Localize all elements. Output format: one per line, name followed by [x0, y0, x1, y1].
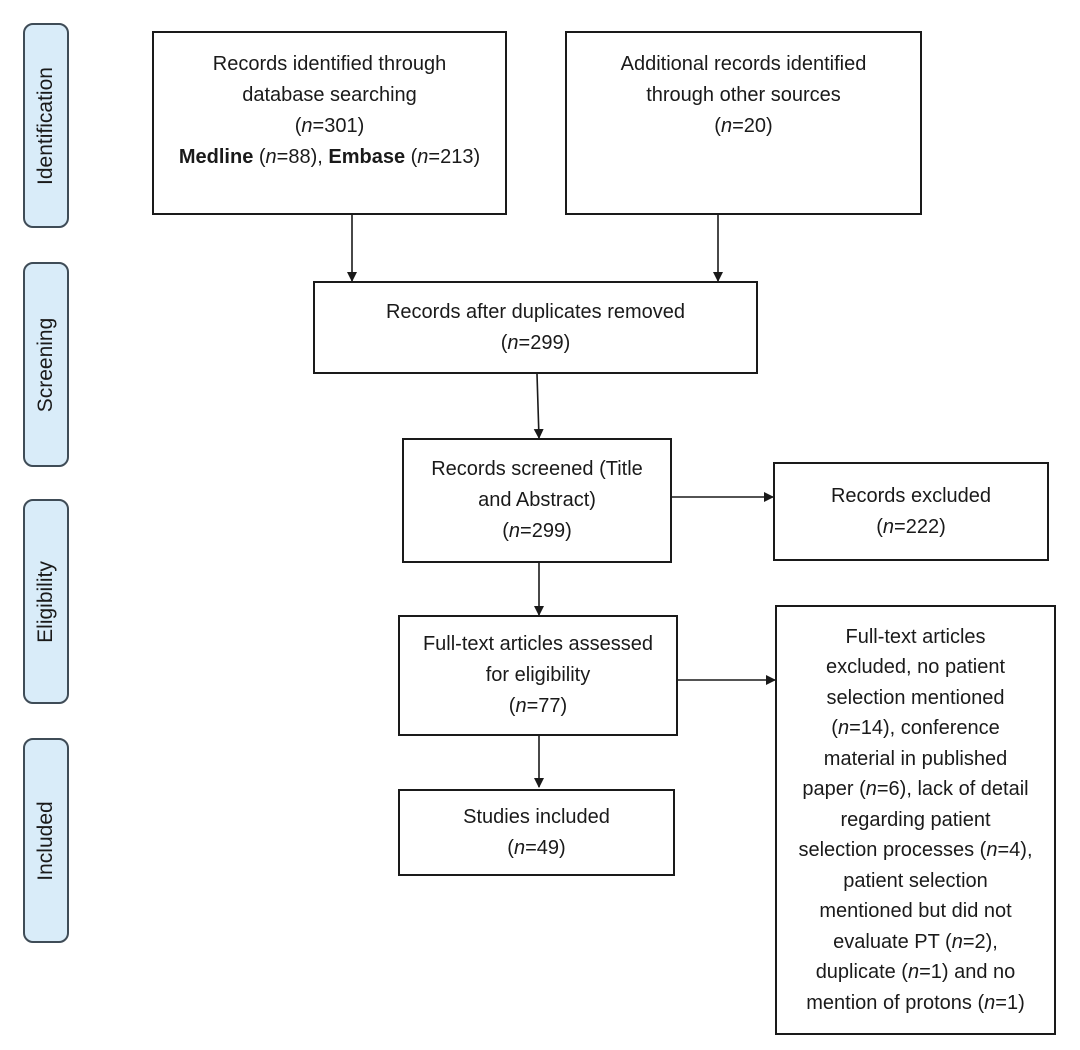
- excluded-count: (n=222): [876, 515, 946, 538]
- duplicates-line1: Records after duplicates removed: [385, 300, 686, 323]
- included-line1: Studies included: [463, 805, 610, 828]
- ftex-line7: regarding patient: [840, 808, 991, 831]
- phase-eligibility: Eligibility: [23, 499, 69, 704]
- box-duplicates-removed: Records after duplicates removed (n=299): [313, 281, 758, 374]
- ftex-line9: patient selection: [843, 869, 988, 892]
- ftex-line8: selection processes (n=4),: [798, 839, 1033, 862]
- ftex-line5: material in published: [823, 747, 1008, 770]
- fulltext-count: (n=77): [508, 695, 568, 717]
- screened-line2: and Abstract): [478, 489, 596, 511]
- box-records-excluded: Records excluded (n=222): [773, 462, 1049, 561]
- screened-count: (n=299): [502, 520, 572, 542]
- box-database-records: Records identified through database sear…: [152, 31, 507, 215]
- fulltext-line2: for eligibility: [485, 664, 591, 686]
- excluded-line1: Records excluded: [830, 484, 992, 507]
- phase-included: Included: [23, 738, 69, 943]
- database-line1: Records identified through: [212, 53, 447, 75]
- box-additional-records: Additional records identified through ot…: [565, 31, 922, 215]
- other-line1: Additional records identified: [620, 53, 867, 75]
- ftex-line6: paper (n=6), lack of detail: [802, 778, 1029, 801]
- phase-identification: Identification: [23, 23, 69, 228]
- duplicates-count: (n=299): [500, 331, 571, 354]
- box-fulltext-excluded: Full-text articles excluded, no patient …: [775, 605, 1056, 1035]
- box-studies-included: Studies included (n=49): [398, 789, 675, 876]
- ftex-line1: Full-text articles: [845, 625, 986, 648]
- screened-line1: Records screened (Title: [431, 458, 643, 480]
- database-line2: database searching: [242, 84, 417, 106]
- arrow-duplicates-to-screened: [533, 373, 544, 439]
- box-records-screened: Records screened (Title and Abstract) (n…: [402, 438, 672, 563]
- ftex-line10: mentioned but did not: [819, 900, 1012, 923]
- box-fulltext-assessed: Full-text articles assessed for eligibil…: [398, 615, 678, 736]
- ftex-line4: (n=14), conference: [831, 717, 1000, 740]
- other-count: (n=20): [714, 115, 773, 137]
- ftex-line3: selection mentioned: [826, 686, 1005, 709]
- included-count: (n=49): [507, 836, 566, 859]
- ftex-line2: excluded, no patient: [825, 656, 1006, 679]
- fulltext-line1: Full-text articles assessed: [422, 633, 654, 655]
- database-count: (n=301): [294, 115, 365, 137]
- ftex-line13: mention of protons (n=1): [806, 991, 1025, 1014]
- ftex-line12: duplicate (n=1) and no: [815, 961, 1016, 984]
- phase-screening: Screening: [23, 262, 69, 467]
- database-sources: Medline (n=88), Embase (n=213): [178, 146, 481, 168]
- ftex-line11: evaluate PT (n=2),: [833, 930, 998, 953]
- other-line2: through other sources: [646, 84, 841, 106]
